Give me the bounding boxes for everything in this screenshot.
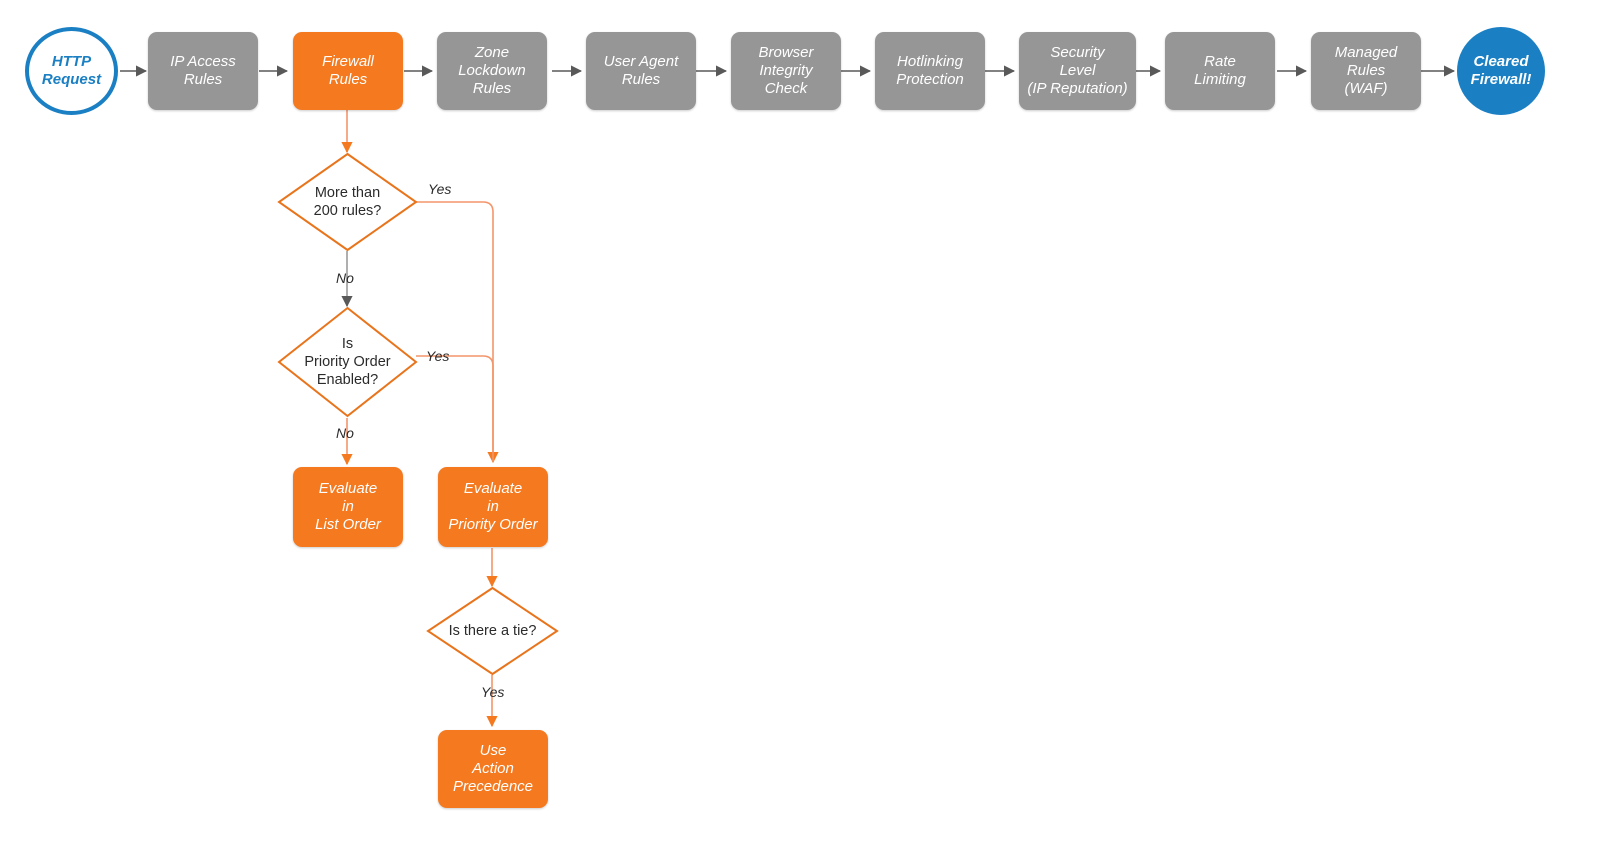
diamond-shape (426, 586, 559, 676)
node-evaluate-in-priority-order[interactable]: Evaluate in Priority Order (438, 467, 548, 547)
decision-more-than-200-rules-label: More than 200 rules? (313, 184, 382, 219)
decision-is-there-a-tie-label: Is there a tie? (448, 622, 537, 639)
node-rate-limiting-label: Rate Limiting (1194, 53, 1246, 88)
edge-label-decision2-no: No (336, 425, 354, 441)
node-browser-integrity-check-label: Browser Integrity Check (758, 44, 814, 97)
node-zone-lockdown-rules[interactable]: Zone Lockdown Rules (437, 32, 547, 110)
node-zone-lockdown-rules-label: Zone Lockdown Rules (458, 44, 526, 97)
node-managed-rules-waf-label: Managed Rules (WAF) (1334, 44, 1398, 97)
node-user-agent-rules-label: User Agent Rules (603, 53, 679, 88)
node-evaluate-in-list-order-label: Evaluate in List Order (315, 480, 381, 533)
node-http-request-label: HTTP Request (41, 53, 102, 88)
node-rate-limiting[interactable]: Rate Limiting (1165, 32, 1275, 110)
diamond-shape (277, 306, 418, 418)
edge-label-tie-yes: Yes (481, 684, 505, 700)
node-hotlinking-protection-label: Hotlinking Protection (896, 53, 964, 88)
node-evaluate-in-priority-order-label: Evaluate in Priority Order (448, 480, 538, 533)
node-http-request[interactable]: HTTP Request (25, 27, 118, 115)
node-cleared-firewall-label: Cleared Firewall! (1470, 53, 1532, 88)
decision-is-priority-order-enabled[interactable]: Is Priority Order Enabled? (277, 306, 418, 418)
decision-more-than-200-rules[interactable]: More than 200 rules? (277, 152, 418, 252)
node-cleared-firewall[interactable]: Cleared Firewall! (1457, 27, 1545, 115)
node-firewall-rules-label: Firewall Rules (322, 53, 374, 88)
edge-label-decision1-yes: Yes (428, 181, 452, 197)
node-managed-rules-waf[interactable]: Managed Rules (WAF) (1311, 32, 1421, 110)
decision-is-there-a-tie[interactable]: Is there a tie? (426, 586, 559, 676)
diamond-shape (277, 152, 418, 252)
edge-decision1-yes (416, 201, 499, 464)
node-firewall-rules[interactable]: Firewall Rules (293, 32, 403, 110)
node-ip-access-rules[interactable]: IP Access Rules (148, 32, 258, 110)
decision-is-priority-order-enabled-label: Is Priority Order Enabled? (304, 335, 391, 389)
node-security-level-label: Security Level (IP Reputation) (1027, 44, 1128, 97)
node-use-action-precedence-label: Use Action Precedence (452, 742, 534, 795)
node-hotlinking-protection[interactable]: Hotlinking Protection (875, 32, 985, 110)
node-evaluate-in-list-order[interactable]: Evaluate in List Order (293, 467, 403, 547)
node-browser-integrity-check[interactable]: Browser Integrity Check (731, 32, 841, 110)
node-user-agent-rules[interactable]: User Agent Rules (586, 32, 696, 110)
node-ip-access-rules-label: IP Access Rules (170, 53, 236, 88)
node-use-action-precedence[interactable]: Use Action Precedence (438, 730, 548, 808)
edge-label-decision1-no: No (336, 270, 354, 286)
edge-label-decision2-yes: Yes (426, 348, 450, 364)
edge-decision2-yes (416, 355, 494, 462)
node-security-level[interactable]: Security Level (IP Reputation) (1019, 32, 1136, 110)
